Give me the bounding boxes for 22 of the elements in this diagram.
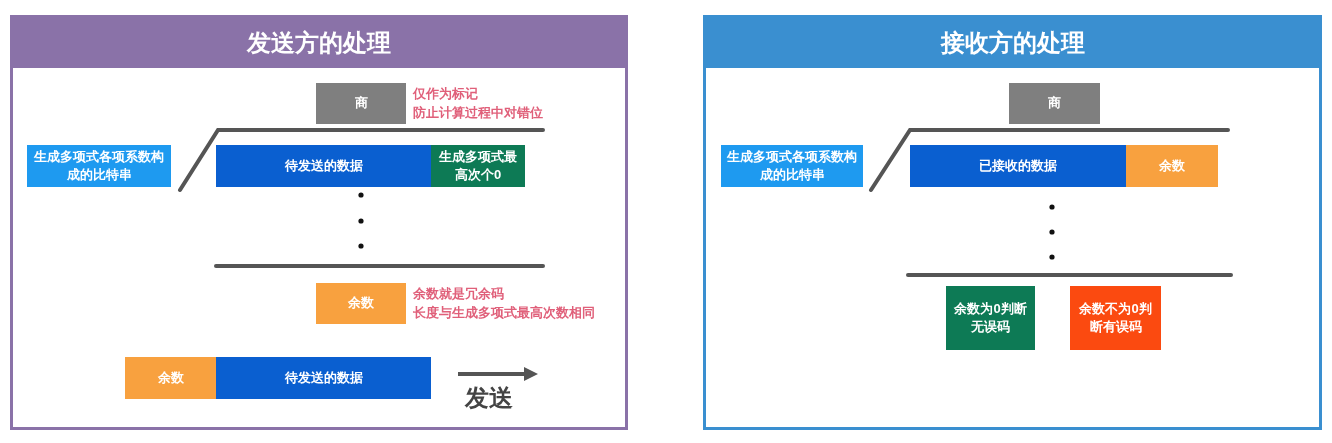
- quotient-box: 商: [1009, 83, 1100, 124]
- data-block: 待发送的数据: [216, 145, 431, 187]
- remainder-block: 余数: [125, 357, 216, 399]
- padding-block: 生成多项式最高次个0: [431, 145, 525, 187]
- panel: [10, 15, 628, 430]
- annotation-note: 防止计算过程中对错位: [413, 104, 543, 122]
- result-box: 余数不为0判断有误码: [1070, 286, 1161, 350]
- annotation-note: 余数就是冗余码: [413, 285, 504, 303]
- panel-title: 发送方的处理: [13, 18, 625, 68]
- remainder-box: 余数: [316, 283, 406, 324]
- divisor-label: 生成多项式各项系数构成的比特串: [27, 145, 171, 187]
- data-block: 待发送的数据: [216, 357, 431, 399]
- annotation-note: 长度与生成多项式最高次数相同: [413, 304, 595, 322]
- quotient-box: 商: [316, 83, 406, 124]
- data-block: 已接收的数据: [910, 145, 1126, 187]
- annotation-note: 仅作为标记: [413, 85, 478, 103]
- action-label: 发送: [465, 383, 513, 413]
- remainder-block: 余数: [1126, 145, 1218, 187]
- result-box: 余数为0判断无误码: [946, 286, 1035, 350]
- panel: [703, 15, 1322, 430]
- divisor-label: 生成多项式各项系数构成的比特串: [721, 145, 863, 187]
- panel-title: 接收方的处理: [706, 18, 1319, 68]
